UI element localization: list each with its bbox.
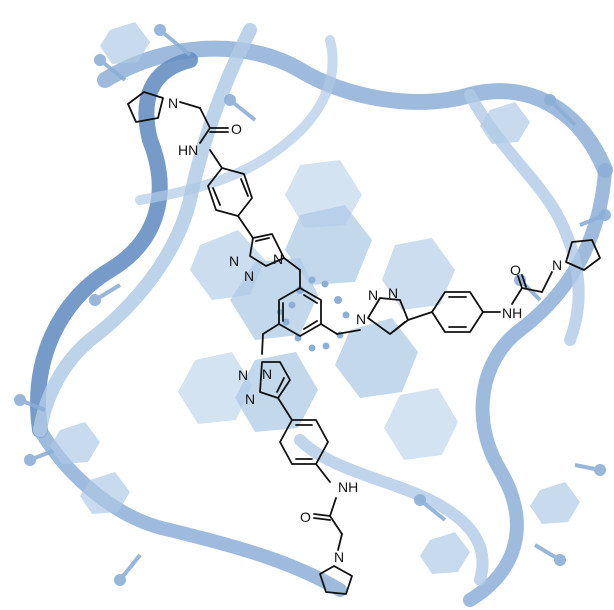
ligand-structure: N N N HN O N N N N xyxy=(127,91,601,595)
triazole-right-n1: N xyxy=(356,311,366,327)
amide-bottom: O N xyxy=(300,497,353,595)
base-ring xyxy=(100,22,150,64)
tetrad-base xyxy=(384,388,458,460)
triazole-top-n1: N xyxy=(273,251,283,267)
central-benzene-ring xyxy=(262,269,338,337)
backbone-strand xyxy=(463,163,612,607)
tetrad-base xyxy=(285,160,362,228)
triazole-top-n3: N xyxy=(244,268,254,284)
tetrad-base xyxy=(178,352,252,424)
backbone-strand xyxy=(135,35,338,205)
amide-right: O N xyxy=(510,239,601,305)
n-pyrrolidine-top: N xyxy=(168,95,178,111)
tetrad-base xyxy=(285,205,372,285)
n-pyrrolidine-right: N xyxy=(552,257,562,273)
o-top-label: O xyxy=(231,121,242,137)
o-right-label: O xyxy=(510,262,521,278)
triazole-top: N N N xyxy=(229,233,301,284)
n-pyrrolidine-bottom: N xyxy=(334,549,344,565)
phenyl-right: NH xyxy=(407,291,522,333)
amide-top: O N xyxy=(127,91,242,144)
triazole-bottom-n3: N xyxy=(245,391,255,407)
phenyl-bottom: NH xyxy=(277,397,358,495)
peripheral-base-rings xyxy=(50,22,580,574)
backbone-strand xyxy=(294,434,489,586)
base-ring xyxy=(530,482,580,524)
base-ring xyxy=(50,422,100,464)
o-bottom-label: O xyxy=(300,509,311,525)
triazole-top-n2: N xyxy=(229,253,239,269)
tetrad-base xyxy=(335,318,418,398)
backbone-strand xyxy=(30,52,198,438)
triazole-right-n3: N xyxy=(388,285,398,301)
base-ring xyxy=(420,532,470,574)
nh-bottom-label: NH xyxy=(338,479,358,495)
triazole-right-n2: N xyxy=(368,287,378,303)
triazole-right: N N N xyxy=(336,285,409,335)
base-ring xyxy=(80,472,130,514)
phenyl-top: HN xyxy=(178,142,254,239)
nh-right-label: NH xyxy=(502,305,522,321)
backbone-ribbons xyxy=(30,23,613,607)
backbone-strand xyxy=(33,423,347,597)
base-ring xyxy=(480,102,530,144)
tetrad-base xyxy=(382,238,455,310)
backbone-strand xyxy=(33,23,257,437)
tetrad-base xyxy=(190,230,265,300)
nh-top-label: HN xyxy=(178,142,198,158)
triazole-bottom-n1: N xyxy=(262,366,272,382)
triazole-bottom-n2: N xyxy=(238,367,248,383)
triazole-bottom: N N N xyxy=(238,333,291,407)
